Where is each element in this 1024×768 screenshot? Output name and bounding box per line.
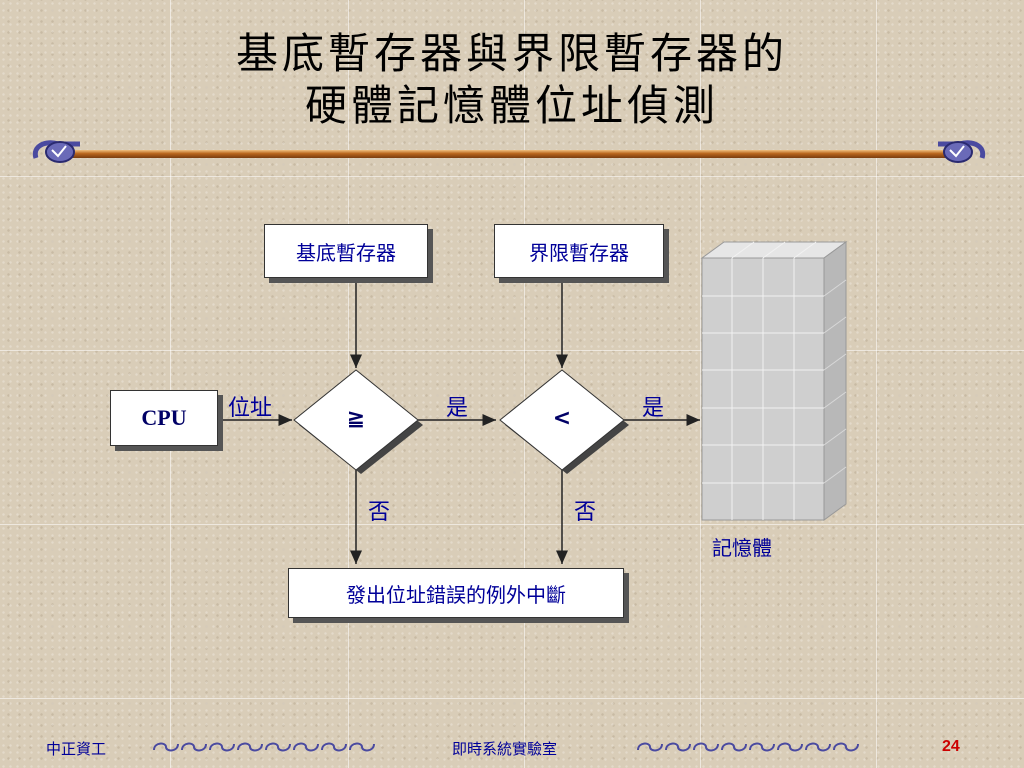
memory-label: 記憶體 <box>712 536 772 560</box>
base-register-box: 基底暫存器 <box>264 224 428 278</box>
yes-label-2: 是 <box>642 396 665 421</box>
grid-line-v1 <box>170 0 171 768</box>
footer-left: 中正資工 <box>46 740 107 758</box>
cpu-box: CPU <box>110 390 218 446</box>
footer-ornament-left-icon <box>153 742 375 752</box>
title-divider <box>70 150 952 158</box>
memory-side-face <box>823 241 847 521</box>
no-label-1: 否 <box>368 500 391 525</box>
scroll-ornament-right-icon <box>938 140 986 163</box>
grid-line-v5 <box>876 0 877 768</box>
slide-title: 基底暫存器與界限暫存器的 硬體記憶體位址偵測 <box>0 28 1024 132</box>
limit-register-label: 界限暫存器 <box>529 240 629 265</box>
grid-line-v4 <box>700 0 701 768</box>
scroll-ornament-left-icon <box>32 140 80 163</box>
compare-ge-symbol: ≧ <box>346 406 366 431</box>
trap-label: 發出位址錯誤的例外中斷 <box>346 582 566 607</box>
no-label-2: 否 <box>574 500 597 525</box>
footer-ornament-right-icon <box>637 742 859 752</box>
address-label: 位址 <box>228 396 273 421</box>
grid-line-h4 <box>0 698 1024 699</box>
yes-label-1: 是 <box>446 396 469 421</box>
trap-box: 發出位址錯誤的例外中斷 <box>288 568 624 618</box>
title-line-2: 硬體記憶體位址偵測 <box>304 81 719 130</box>
base-register-label: 基底暫存器 <box>296 240 396 265</box>
page-number: 24 <box>942 738 960 755</box>
compare-lt-symbol: < <box>552 406 572 431</box>
grid-line-v3 <box>524 0 525 768</box>
grid-line-h3 <box>0 524 1024 525</box>
grid-line-h2 <box>0 350 1024 351</box>
limit-register-box: 界限暫存器 <box>494 224 664 278</box>
memory-block <box>700 241 848 521</box>
diamond-ge <box>293 369 419 471</box>
footer-center: 即時系統實驗室 <box>452 740 558 758</box>
grid-line-h1 <box>0 176 1024 177</box>
cpu-label: CPU <box>141 405 187 430</box>
diamond-lt <box>499 369 625 471</box>
title-line-1: 基底暫存器與界限暫存器的 <box>235 29 788 78</box>
